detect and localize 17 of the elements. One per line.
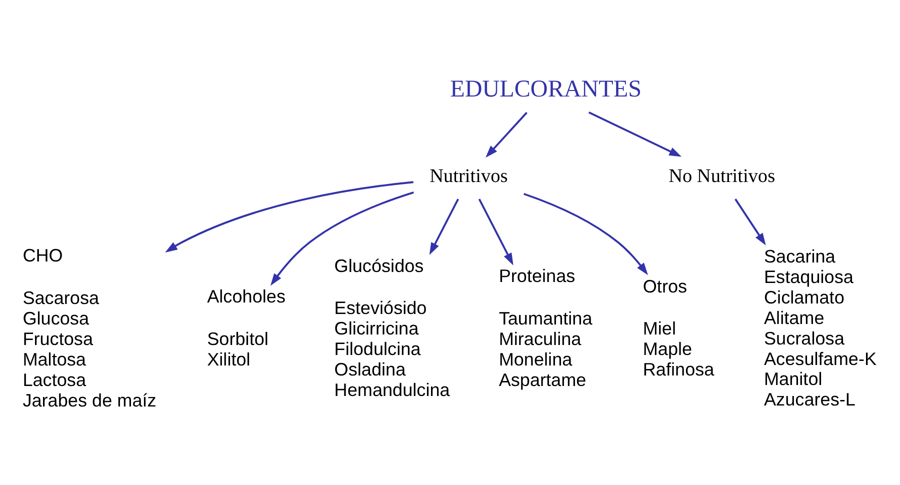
arrow	[524, 192, 648, 275]
node-text: Otros Miel Maple Rafinosa	[642, 276, 714, 380]
node-text: CHO Sacarosa Glucosa Fructosa Maltosa Lactosa Jarabes de maíz	[22, 245, 156, 410]
node-text: EDULCORANTES	[450, 76, 642, 102]
arrow	[734, 198, 766, 245]
node-text: Alcoholes Sorbitol Xilitol	[207, 286, 286, 369]
node-text: Proteinas Taumantina Miraculina Monelina Aspartame	[498, 266, 592, 390]
arrow	[165, 180, 414, 252]
node-text: Nutritivos	[430, 165, 508, 186]
arrow	[486, 111, 528, 158]
arrow	[270, 191, 414, 286]
node-text: Glucósidos Esteviósido Glicirricina Filodulcina Osladina Hemandulcina	[334, 255, 450, 400]
arrow	[478, 198, 514, 265]
node-text: No Nutritivos	[668, 165, 776, 186]
node-text: Sacarina Estaquiosa Ciclamato Alitame Sucralosa Acesulfame-K Manitol Azucares-L	[764, 246, 877, 410]
arrow	[588, 110, 682, 156]
arrow	[429, 198, 459, 254]
